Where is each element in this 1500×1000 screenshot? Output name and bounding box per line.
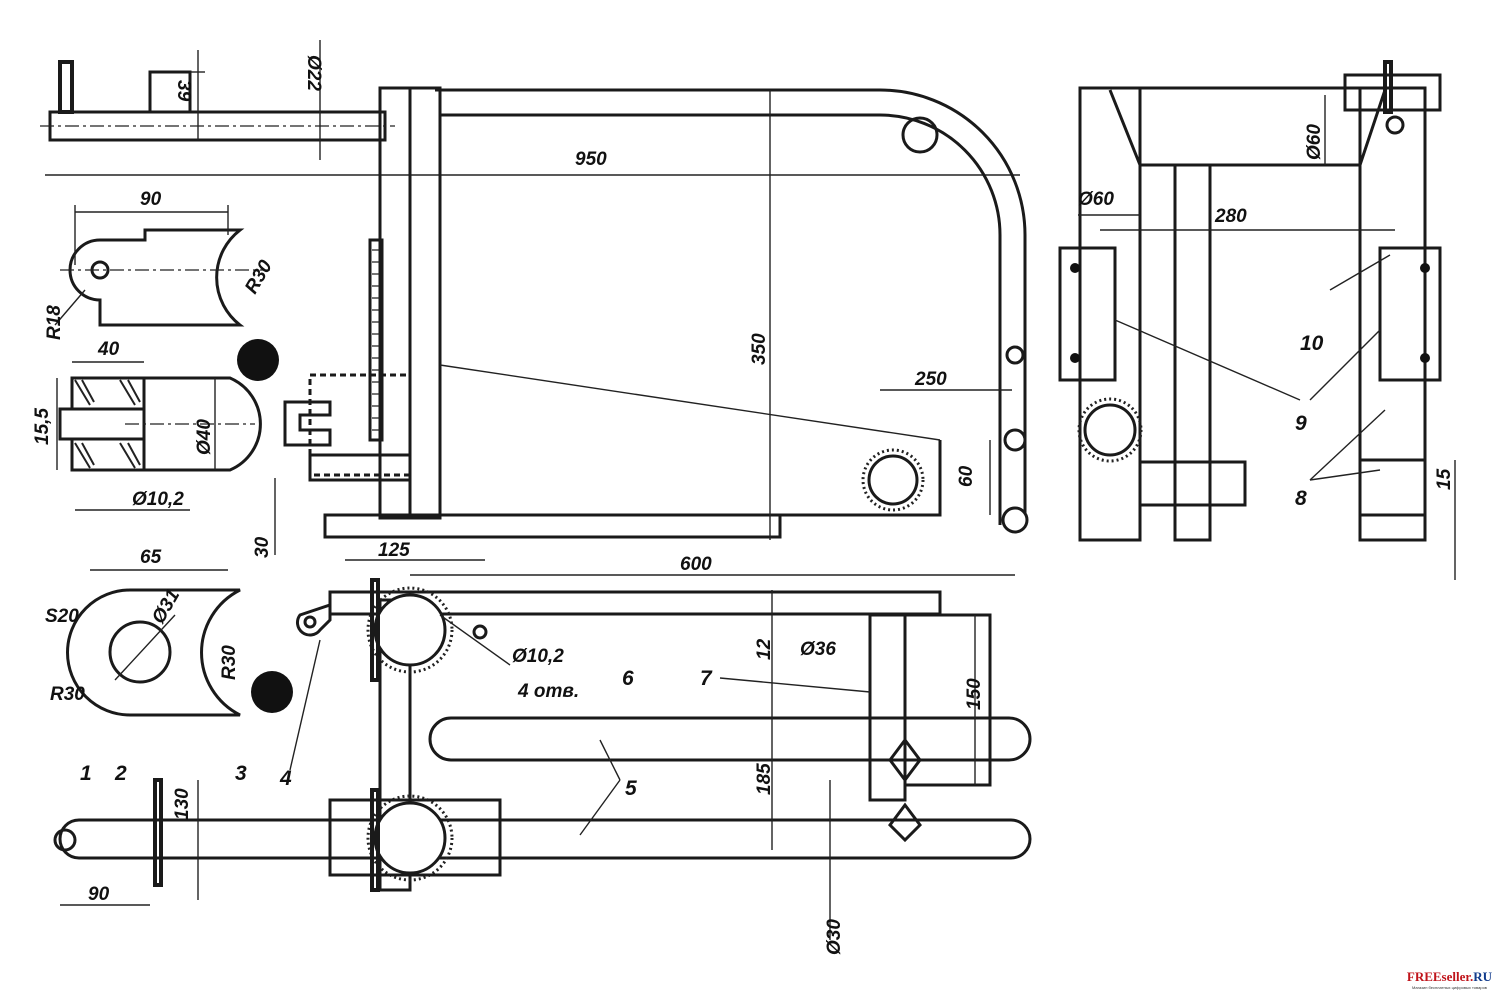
dim-90-rod: 90 — [88, 884, 110, 905]
dim-15-5: 15,5 — [32, 408, 53, 445]
dim-r30-plate-left: R30 — [50, 684, 85, 705]
dim-125: 125 — [378, 540, 410, 561]
callout-1: 1 — [80, 762, 92, 785]
dim-65: 65 — [140, 547, 162, 568]
dim-r18: R18 — [44, 305, 65, 340]
rod-side-view — [40, 40, 1020, 176]
callout-8: 8 — [1295, 487, 1307, 510]
dim-4-holes: 4 отв. — [517, 681, 579, 702]
black-dot-lower — [251, 671, 293, 713]
dim-12: 12 — [754, 638, 775, 660]
frame-side-view — [274, 86, 1029, 576]
dim-150: 150 — [964, 678, 985, 710]
watermark-brand: FREEseller.RU — [1406, 969, 1492, 984]
dim-r30-fork: R30 — [241, 256, 277, 297]
dim-30: 30 — [252, 536, 273, 558]
dim-130: 130 — [172, 788, 193, 820]
dim-d10-2-holes: Ø10,2 — [512, 646, 564, 667]
dim-600: 600 — [680, 554, 712, 575]
callout-3: 3 — [235, 762, 247, 785]
dim-280: 280 — [1214, 206, 1247, 227]
callout-9: 9 — [1295, 412, 1307, 435]
callout-5: 5 — [625, 777, 637, 800]
watermark: FREEseller.RU Магазин бесплатных цифровы… — [1407, 969, 1492, 990]
dim-d22: Ø22 — [303, 55, 324, 91]
clamp-plate-detail — [66, 569, 241, 717]
callout-10: 10 — [1300, 332, 1324, 355]
fork-section — [56, 361, 262, 511]
dim-60: 60 — [956, 465, 977, 487]
dim-40: 40 — [97, 339, 120, 360]
dim-d31: Ø31 — [148, 586, 184, 628]
dim-d60-left: Ø60 — [1078, 189, 1114, 210]
dim-250: 250 — [914, 369, 947, 390]
callout-2: 2 — [114, 762, 127, 785]
plan-view — [53, 578, 1032, 940]
dim-d60-top: Ø60 — [1304, 124, 1325, 160]
dim-15: 15 — [1434, 468, 1455, 490]
callout-4: 4 — [279, 767, 292, 790]
dim-185: 185 — [754, 763, 775, 795]
dim-d36: Ø36 — [800, 639, 836, 660]
dim-r30-plate-right: R30 — [219, 645, 240, 680]
dim-d30: Ø30 — [824, 919, 845, 955]
dim-350: 350 — [749, 333, 770, 365]
callout-7: 7 — [700, 667, 713, 690]
dim-90-fork: 90 — [140, 189, 162, 210]
dim-950: 950 — [575, 149, 607, 170]
dim-39: 39 — [173, 80, 194, 102]
callout-6: 6 — [622, 667, 634, 690]
dim-d10-2-fork: Ø10,2 — [132, 489, 184, 510]
dim-s20: S20 — [45, 606, 79, 627]
fork-detail — [54, 205, 270, 327]
end-view — [1058, 60, 1456, 580]
black-dot-upper — [237, 339, 279, 381]
dim-d40: Ø40 — [194, 419, 215, 455]
watermark-tagline: Магазин бесплатных цифровых товаров — [1411, 985, 1487, 990]
